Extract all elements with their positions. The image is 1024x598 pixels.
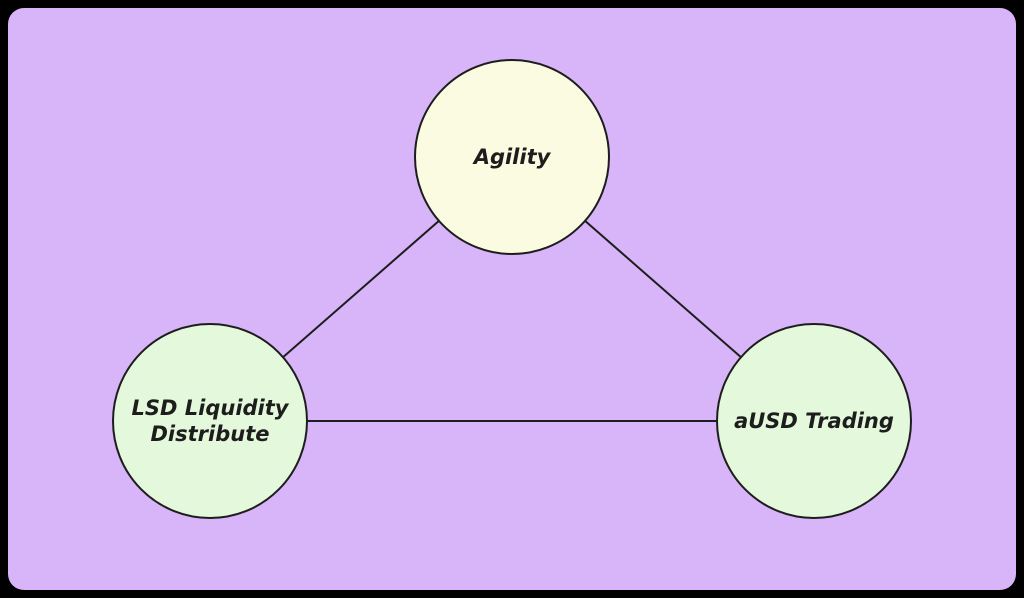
- node-agility: Agility: [414, 59, 610, 255]
- node-lsd-liquidity-distribute-label: LSD Liquidity Distribute: [131, 395, 289, 446]
- node-agility-label: Agility: [473, 144, 551, 169]
- node-ausd-trading-label: aUSD Trading: [734, 408, 894, 433]
- node-lsd-liquidity-distribute: LSD Liquidity Distribute: [112, 323, 308, 519]
- node-ausd-trading: aUSD Trading: [716, 323, 912, 519]
